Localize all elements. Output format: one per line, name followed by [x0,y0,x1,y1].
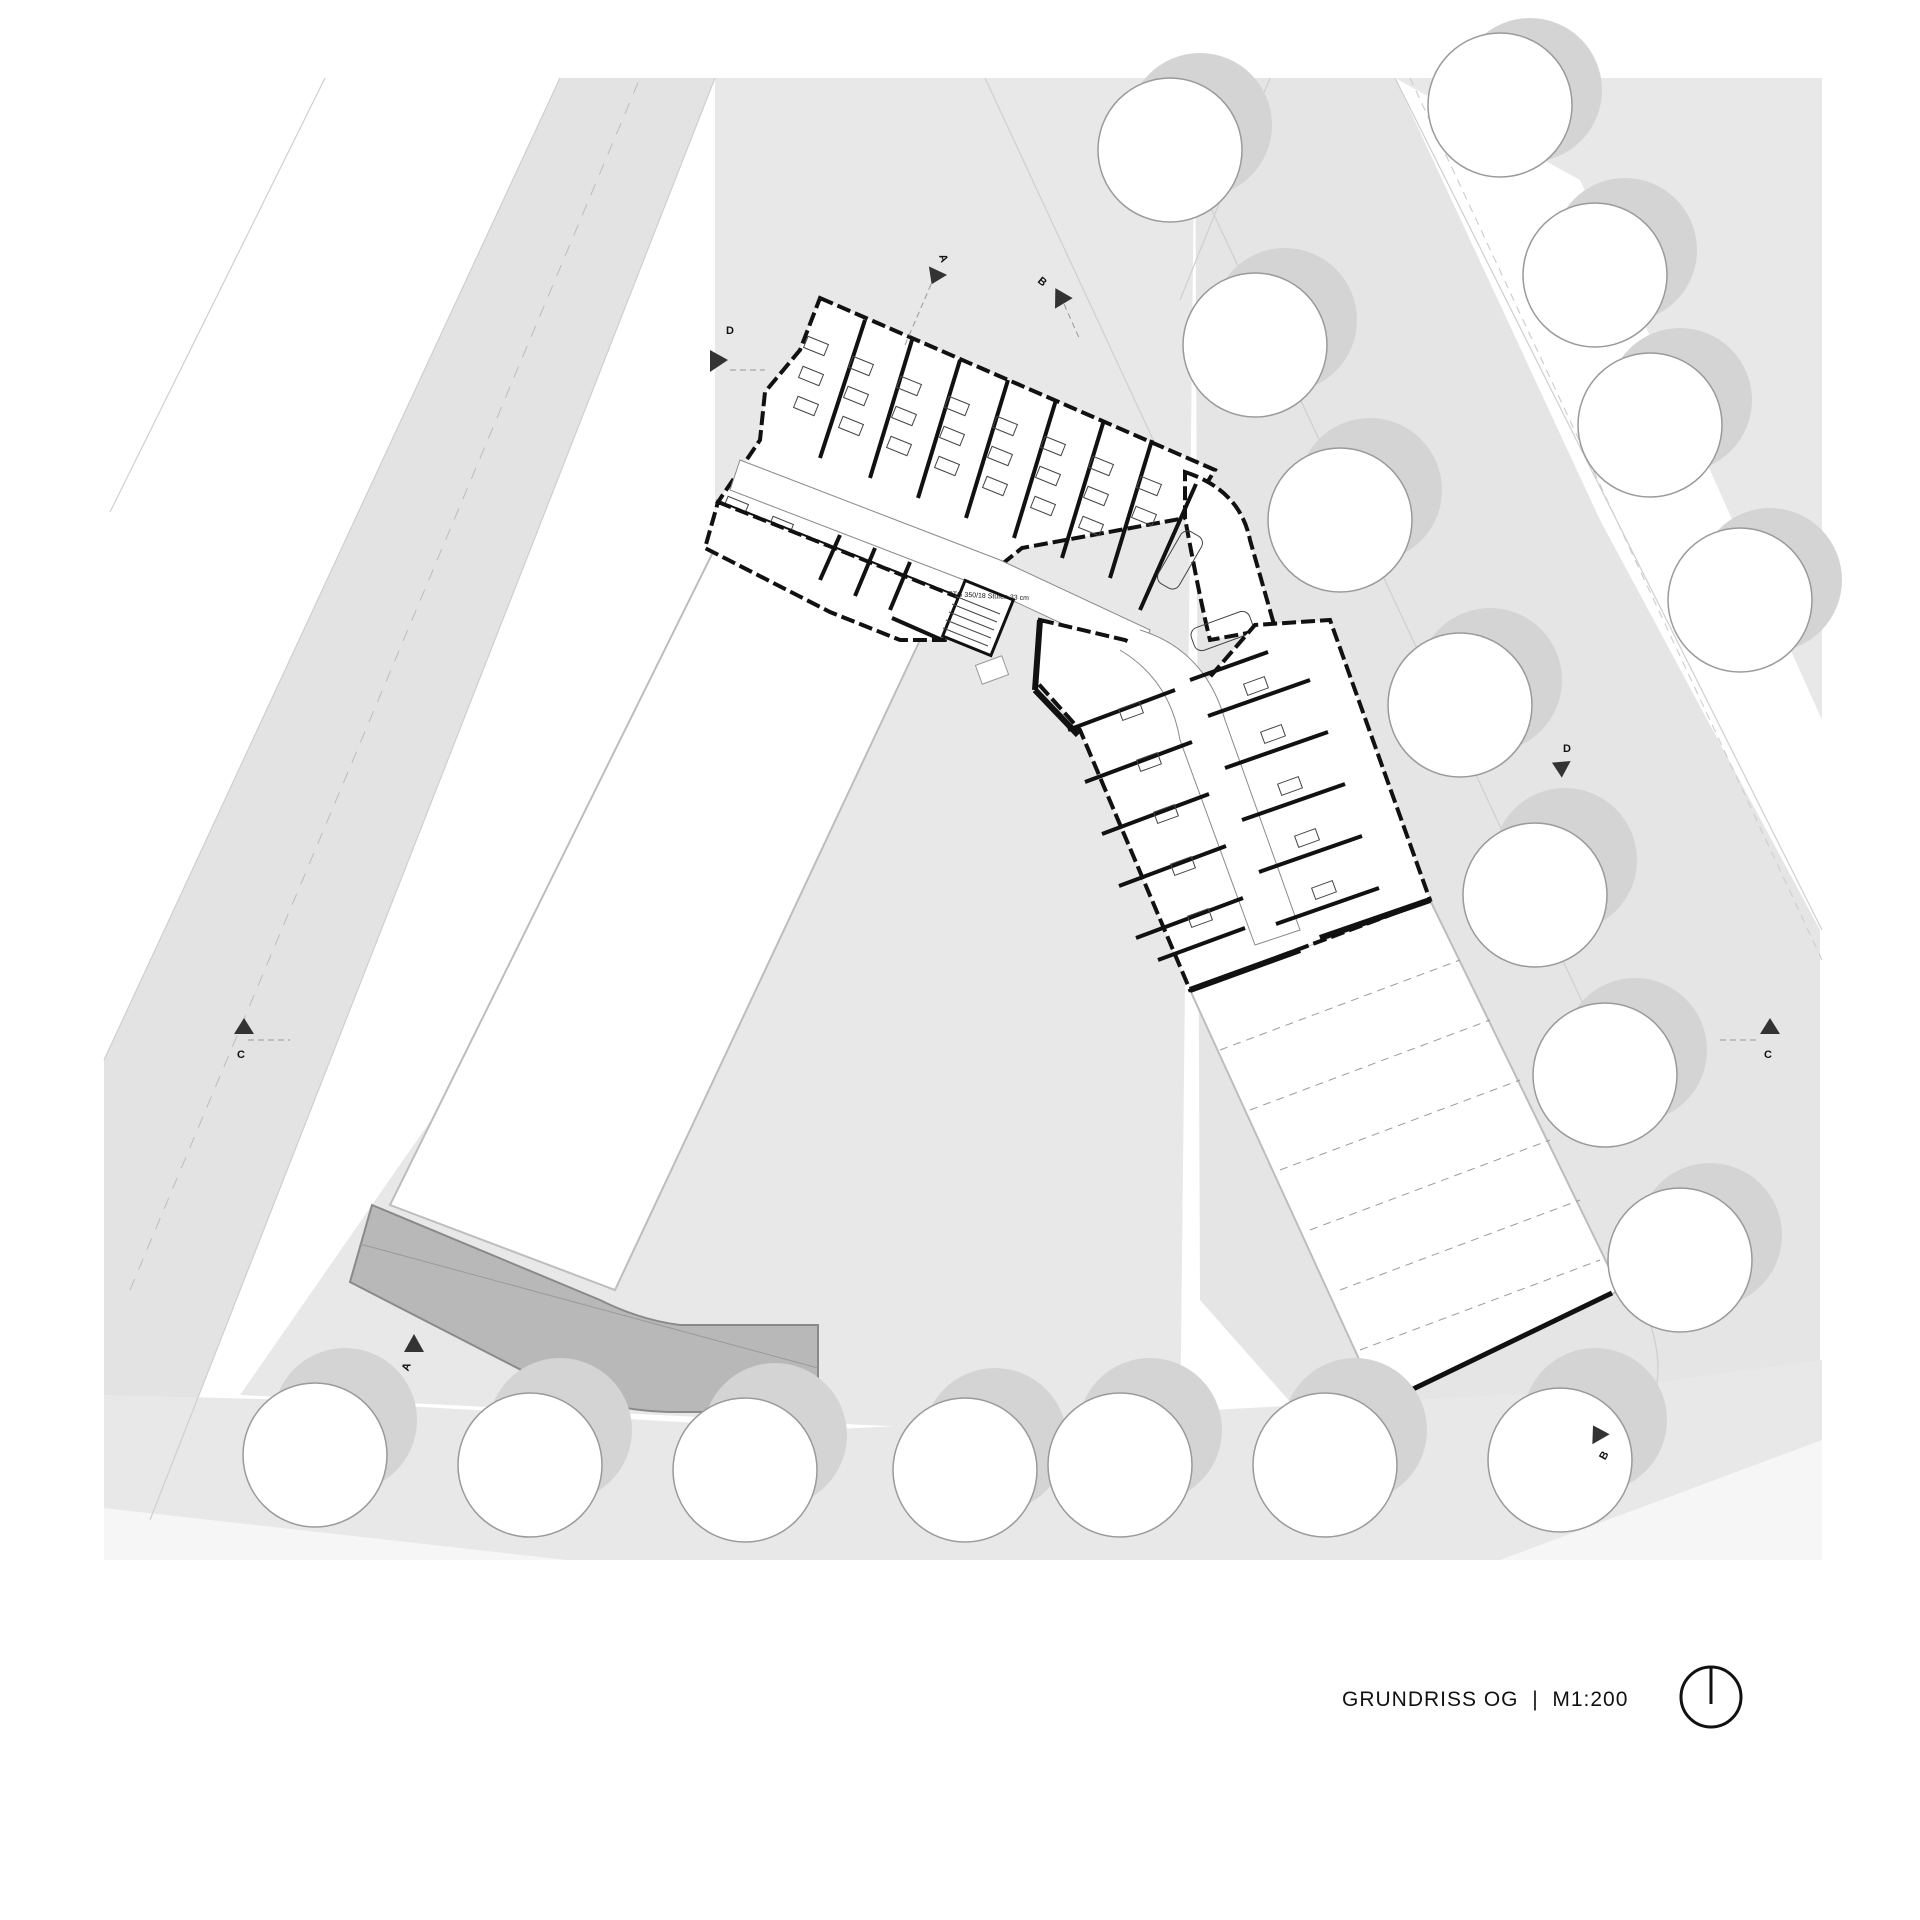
building-south-wing [1032,617,1433,993]
svg-text:C: C [237,1049,245,1061]
tree-icon [457,1392,603,1538]
tree-icon [242,1382,388,1528]
svg-text:C: C [1764,1049,1772,1061]
building-north-wing [714,295,1278,661]
plan-title: GRUNDRISS OG | M1:200 [1342,1688,1628,1712]
section-marker-icon [1055,288,1073,309]
tree-icon [1387,632,1533,778]
tree-icon [1047,1392,1193,1538]
section-marker-icon [404,1334,424,1352]
title-separator: | [1532,1688,1539,1711]
section-marker-icon [1760,1018,1780,1034]
tree-icon [1267,447,1413,593]
north-arrow-icon [1679,1665,1743,1729]
tree-icon [1532,1002,1678,1148]
section-marker-icon [1551,761,1571,778]
section-marker-icon [928,266,948,285]
tree-icon [1607,1187,1753,1333]
tree-icon [1427,32,1573,178]
section-marker-icon [234,1018,254,1034]
section-marker-a-top: A [904,253,950,346]
plan-scale: M1:200 [1552,1688,1629,1711]
tree-icon [1522,202,1668,348]
svg-text:D: D [726,325,734,337]
svg-text:A: A [400,1361,414,1373]
tree-icon [1487,1387,1633,1533]
tree-icon [1462,822,1608,968]
svg-text:D: D [1563,743,1571,755]
section-marker-d-top: D [710,325,765,372]
tree-icon [1577,352,1723,498]
trees [242,18,1842,1543]
section-marker-d-right: D [1551,743,1571,778]
building-core [702,499,1016,685]
section-marker-a-bottom: A [400,1334,424,1373]
tree-icon [672,1397,818,1543]
section-marker-c-right: C [1720,1018,1780,1061]
stair-label: STG 350/18 Stufen 33 cm [948,591,1029,602]
svg-text:A: A [936,253,950,265]
section-marker-icon [1592,1425,1610,1445]
plan-name: GRUNDRISS OG [1342,1688,1519,1711]
section-marker-icon [710,350,728,372]
tree-icon [1667,527,1813,673]
tree-icon [1182,272,1328,418]
section-marker-c-left: C [234,1018,290,1061]
tree-icon [1252,1392,1398,1538]
section-markers: A A B B C C D [234,253,1780,1462]
tree-icon [892,1397,1038,1543]
tree-icon [1097,77,1243,223]
